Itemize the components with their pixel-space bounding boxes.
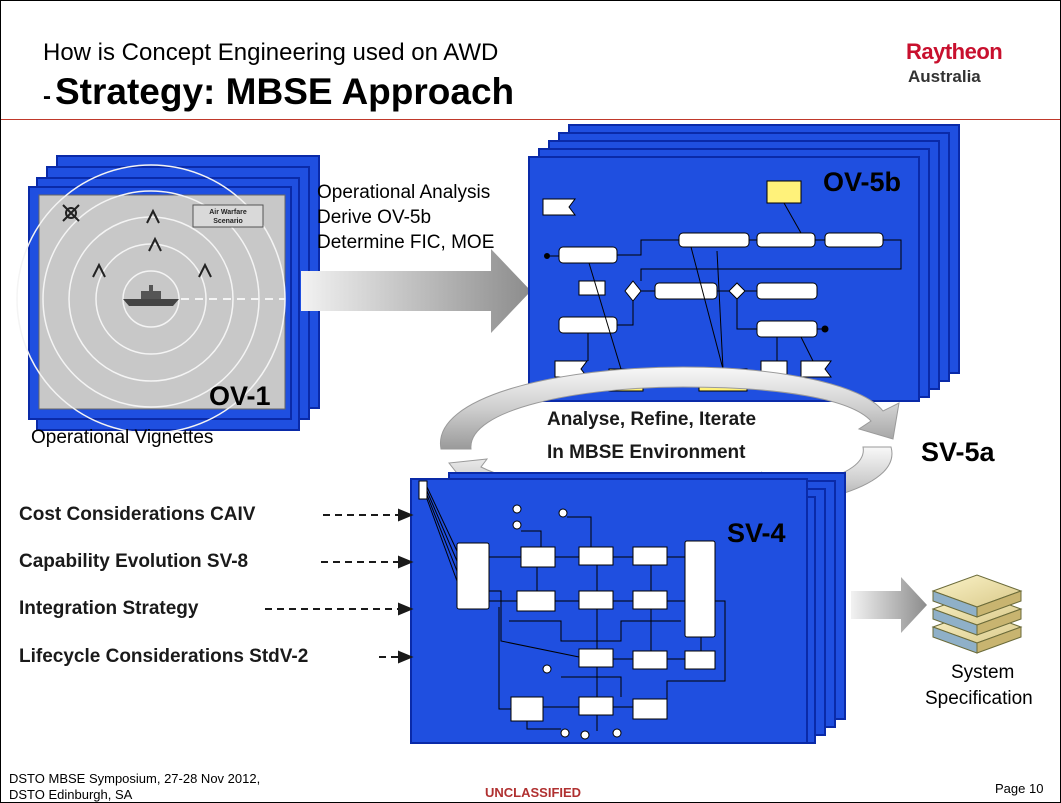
consideration-cost: Cost Considerations CAIV	[19, 504, 256, 525]
helicopter-icon	[62, 204, 80, 222]
spec-line-2: Specification	[925, 688, 1033, 709]
cycle-line-1: Analyse, Refine, Iterate	[547, 409, 757, 430]
component-diagram	[418, 480, 716, 740]
consideration-capability: Capability Evolution SV-8	[19, 551, 249, 572]
footer-event-line-2: DSTO Edinburgh, SA	[9, 787, 133, 802]
analysis-line-2: Derive OV-5b	[317, 207, 432, 228]
analysis-line-1: Operational Analysis	[317, 182, 491, 203]
cycle-line-2: In MBSE Environment	[547, 442, 746, 463]
consideration-arrows	[265, 508, 414, 664]
analysis-line-3: Determine FIC, MOE	[317, 232, 495, 253]
ov5b-label: OV-5b	[823, 167, 902, 197]
title-dash: -	[43, 83, 51, 110]
title-rule	[1, 119, 1060, 120]
classification-label: UNCLASSIFIED	[485, 785, 582, 800]
sv4-stack	[410, 472, 846, 744]
scenario-line-2: Scenario	[213, 218, 243, 225]
ov1-label: OV-1	[209, 381, 271, 411]
page-number: Page 10	[995, 781, 1044, 796]
spec-arrow	[851, 577, 927, 633]
consideration-integration: Integration Strategy	[19, 598, 199, 619]
ov1-caption: Operational Vignettes	[31, 427, 214, 448]
title-line-1: How is Concept Engineering used on AWD	[43, 39, 499, 66]
ov1-stack: Air Warfare Scenario	[16, 155, 320, 434]
activity-flows	[549, 202, 902, 370]
scenario-line-1: Air Warfare	[209, 209, 247, 216]
spec-line-1: System	[951, 662, 1015, 683]
ship-icon	[123, 285, 179, 306]
consideration-lifecycle: Lifecycle Considerations StdV-2	[19, 646, 309, 667]
raytheon-logo-sub: Australia	[908, 67, 981, 86]
title-strategy: Strategy: MBSE Approach	[55, 71, 515, 112]
analysis-arrow	[301, 249, 531, 333]
books-icon	[931, 574, 1023, 654]
footer-event-line-1: DSTO MBSE Symposium, 27-28 Nov 2012,	[9, 771, 261, 786]
sv4-label: SV-4	[727, 518, 786, 548]
title-line-2: -Strategy: MBSE Approach	[43, 71, 514, 113]
raytheon-logo: Raytheon	[906, 39, 1003, 64]
scenario-box	[192, 204, 264, 228]
threat-icons	[92, 208, 212, 278]
sv5a-label: SV-5a	[921, 437, 995, 467]
component-links	[426, 486, 726, 731]
